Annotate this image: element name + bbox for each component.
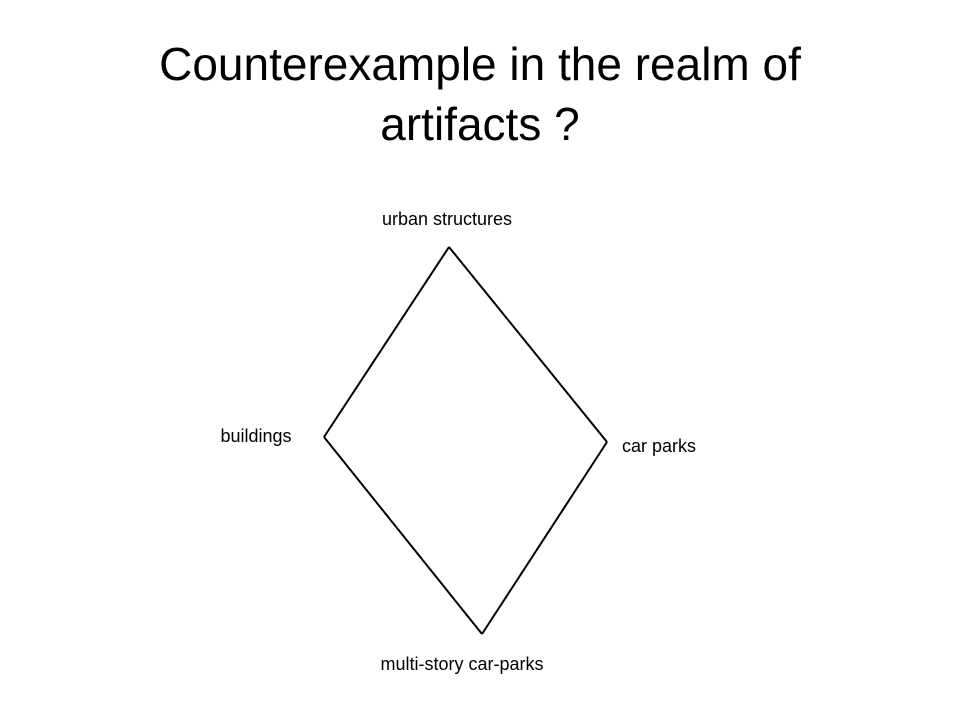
edge-urban-structures-to-car-parks bbox=[448, 246, 608, 443]
node-car-parks: car parks bbox=[622, 436, 696, 456]
edge-urban-structures-to-buildings bbox=[323, 246, 450, 438]
node-urban-structures: urban structures bbox=[382, 209, 512, 229]
node-multi-story-car-parks: multi-story car-parks bbox=[380, 654, 543, 674]
edge-buildings-to-multi-story-car-parks bbox=[323, 436, 483, 635]
slide-title: Counterexample in the realm of artifacts… bbox=[0, 34, 960, 154]
edge-car-parks-to-multi-story-car-parks bbox=[481, 441, 608, 635]
slide-title-line-2: artifacts ? bbox=[380, 98, 580, 150]
node-buildings: buildings bbox=[220, 426, 291, 446]
slide-title-line-1: Counterexample in the realm of bbox=[159, 38, 801, 90]
